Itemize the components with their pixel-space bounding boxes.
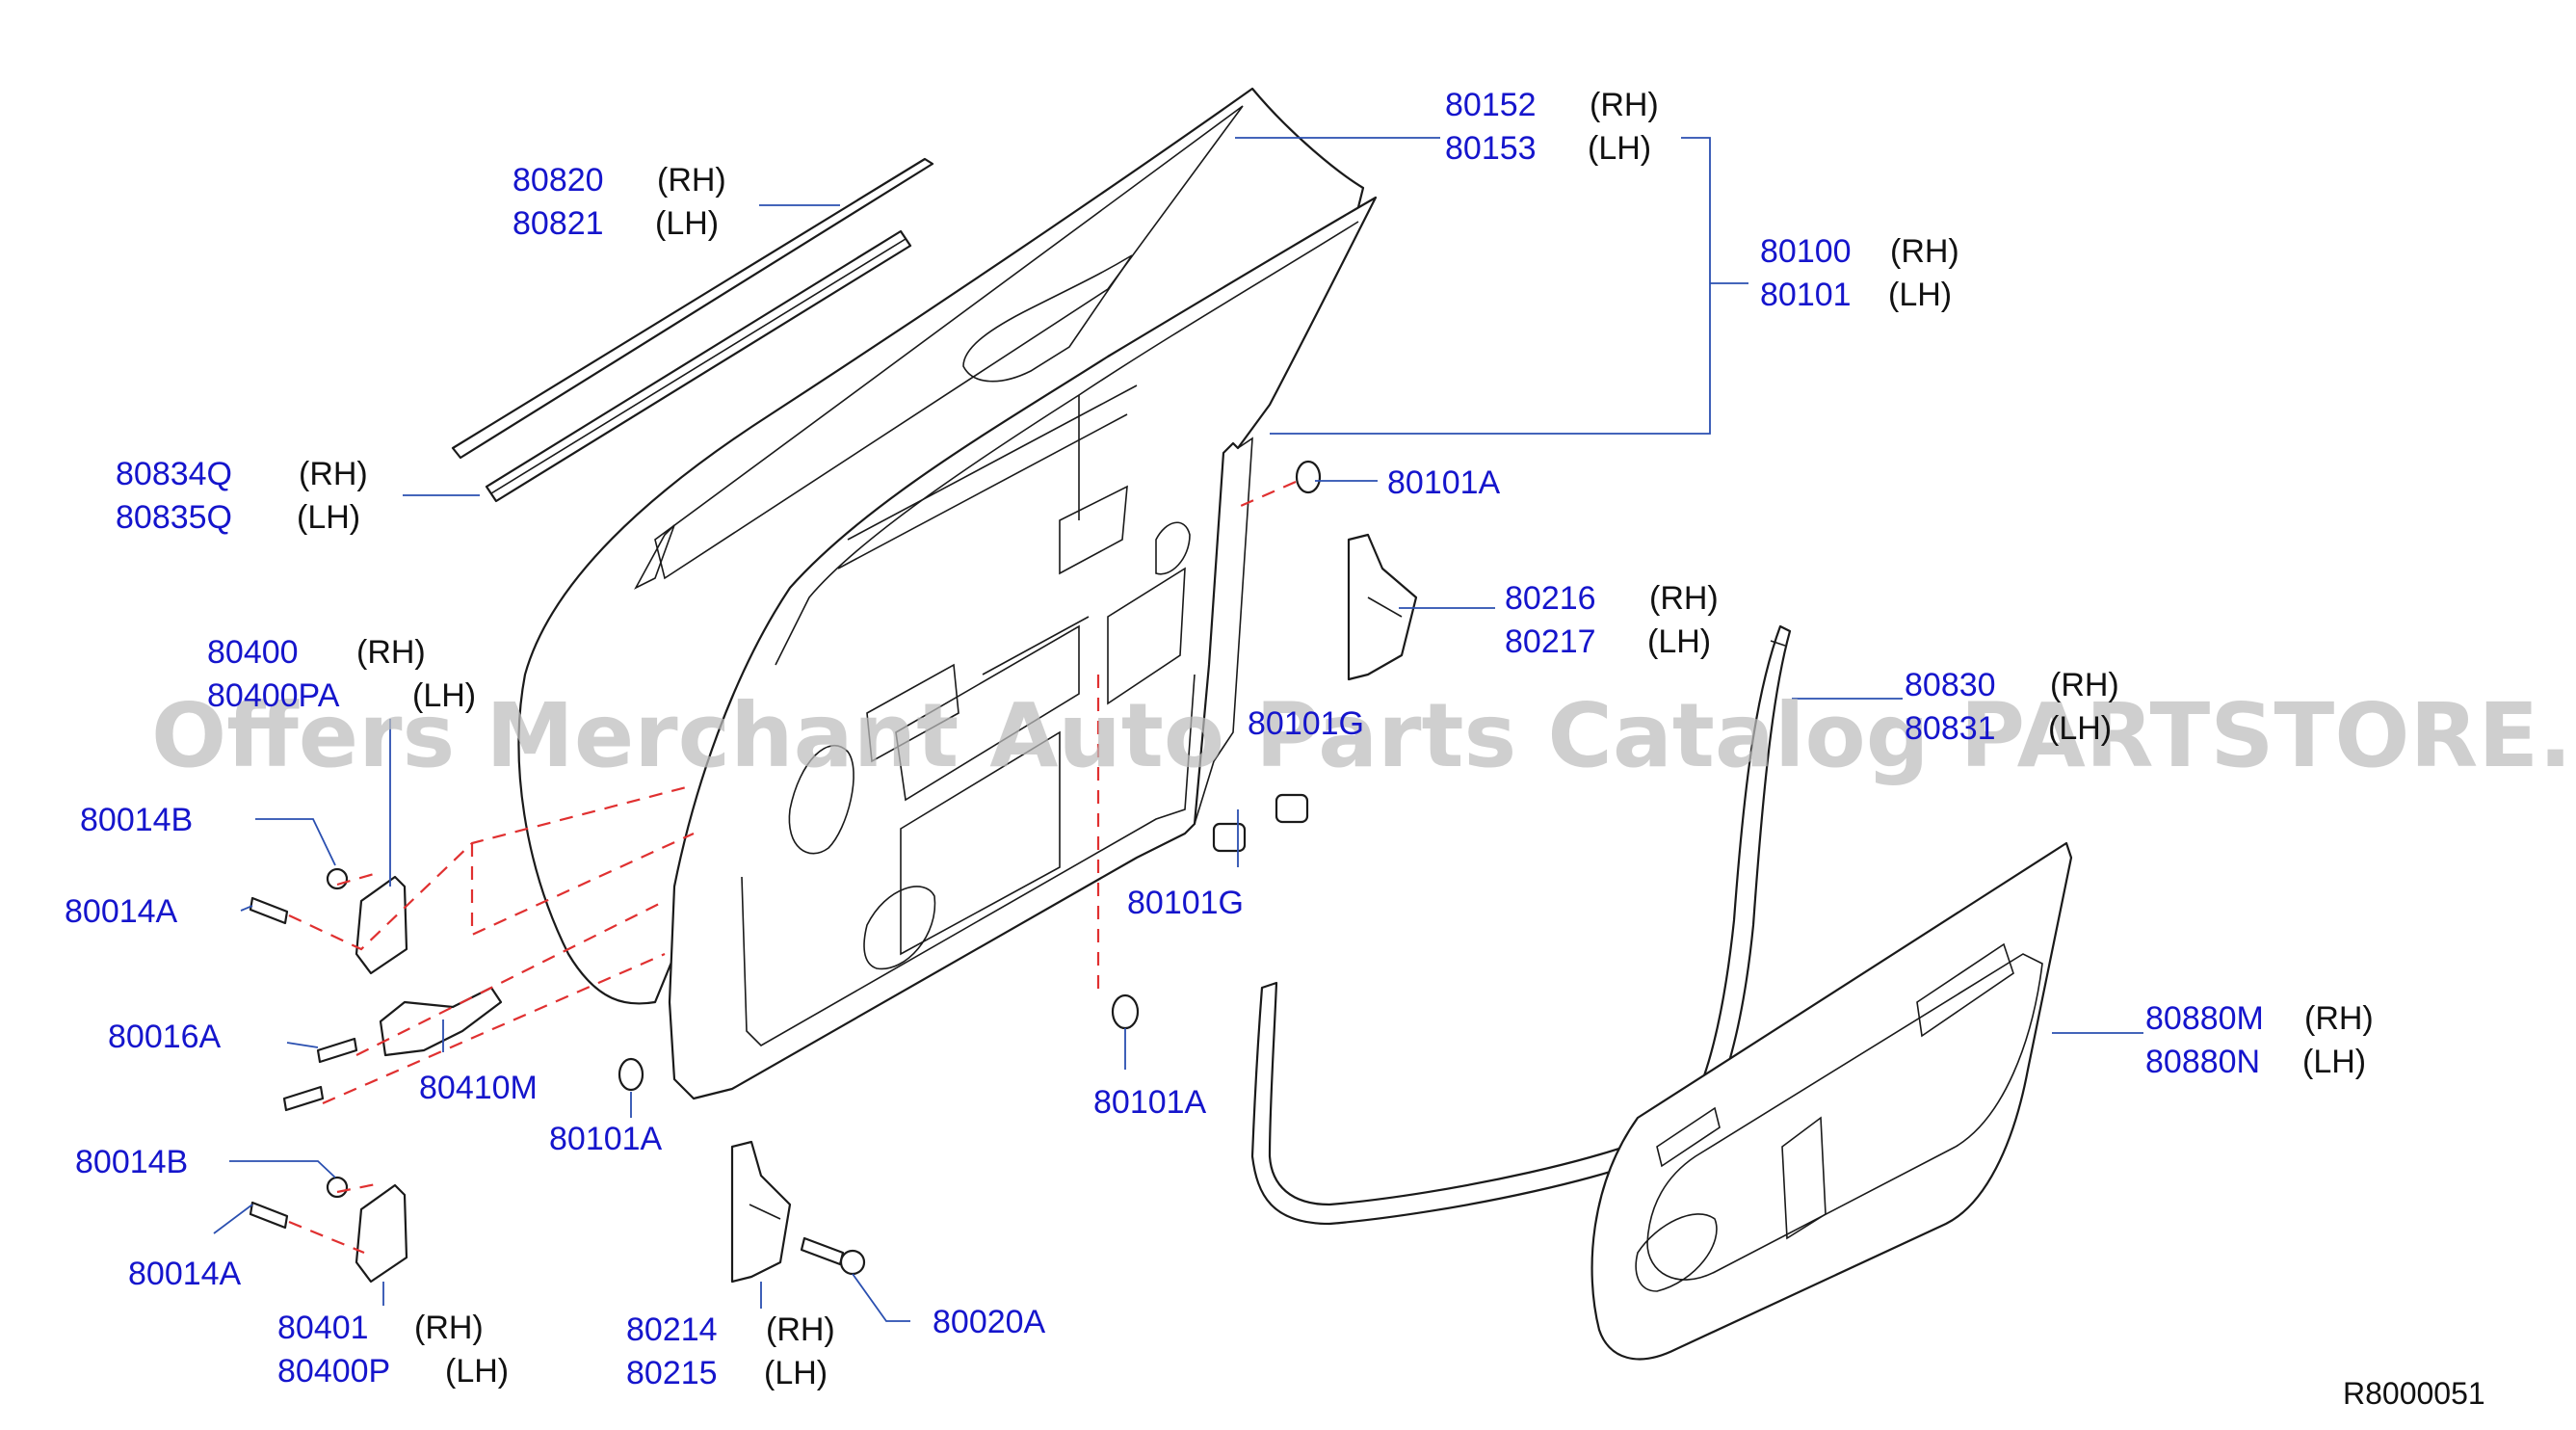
callout-80101a-center[interactable]: 80101A <box>1093 1084 1207 1121</box>
part-number: 80020A <box>933 1304 1046 1340</box>
leader-lines <box>213 137 2143 1322</box>
part-number: 80400P <box>277 1353 390 1390</box>
side-label: (LH) <box>1588 130 1651 167</box>
callout-80153[interactable]: 80153 (LH) <box>1445 130 1651 167</box>
part-number: 80014B <box>80 802 193 838</box>
part-number: 80834Q <box>116 456 232 492</box>
part-number: 80821 <box>513 205 604 242</box>
callout-80216[interactable]: 80216 (RH) <box>1505 580 1719 617</box>
side-label: (RH) <box>2050 667 2119 703</box>
part-number: 80215 <box>626 1355 718 1391</box>
callout-80100[interactable]: 80100 (RH) <box>1760 233 1959 270</box>
side-label: (LH) <box>1888 277 1952 313</box>
part-number: 80101A <box>1387 464 1501 501</box>
callout-80821[interactable]: 80821 (LH) <box>513 205 719 242</box>
callout-80101a-left[interactable]: 80101A <box>549 1121 663 1157</box>
side-label: (RH) <box>1649 580 1719 617</box>
callout-80014a-lower[interactable]: 80014A <box>128 1256 242 1292</box>
callout-80820[interactable]: 80820 (RH) <box>513 162 726 199</box>
part-number: 80880N <box>2145 1044 2260 1080</box>
callout-80020a[interactable]: 80020A <box>933 1304 1046 1340</box>
callout-80214[interactable]: 80214 (RH) <box>626 1311 835 1348</box>
window-molding-drawing <box>451 157 934 503</box>
part-number: 80101G <box>1127 885 1244 921</box>
callout-80215[interactable]: 80215 (LH) <box>626 1355 828 1391</box>
side-label: (LH) <box>2302 1044 2366 1080</box>
part-number: 80101A <box>549 1121 663 1157</box>
callout-80101g-upper[interactable]: 80101G <box>1248 705 1364 742</box>
part-number: 80880M <box>2145 1000 2264 1037</box>
callout-80101a-top[interactable]: 80101A <box>1387 464 1501 501</box>
part-number: 80101A <box>1093 1084 1207 1121</box>
part-number: 80820 <box>513 162 604 199</box>
side-label: (LH) <box>297 499 360 536</box>
side-label: (RH) <box>356 634 426 671</box>
callout-80400p[interactable]: 80400P (LH) <box>277 1353 509 1390</box>
striker-drawing <box>730 533 1418 1284</box>
door-inner-frame-drawing <box>668 196 1378 1100</box>
part-number: 80014A <box>128 1256 242 1292</box>
callout-80152[interactable]: 80152 (RH) <box>1445 87 1659 123</box>
callout-80834q[interactable]: 80834Q (RH) <box>116 456 368 492</box>
callout-80014b-upper[interactable]: 80014B <box>80 802 193 838</box>
side-label: (LH) <box>2048 710 2112 747</box>
callout-80016a[interactable]: 80016A <box>108 1019 222 1055</box>
callout-80401[interactable]: 80401 (RH) <box>277 1310 484 1346</box>
part-number: 80152 <box>1445 87 1537 123</box>
diagram-reference-code: R8000051 <box>2343 1376 2485 1411</box>
side-label: (LH) <box>445 1353 509 1390</box>
part-number: 80830 <box>1905 667 1996 703</box>
callout-80831[interactable]: 80831 (LH) <box>1905 710 2112 747</box>
part-number: 80217 <box>1505 623 1596 660</box>
watermark-text: Offers Merchant Auto Parts Catalog PARTS… <box>151 684 2576 787</box>
side-label: (RH) <box>2304 1000 2374 1037</box>
part-number: 80216 <box>1505 580 1596 617</box>
callout-80217[interactable]: 80217 (LH) <box>1505 623 1711 660</box>
door-trim-panel-drawing <box>1590 841 2073 1361</box>
side-label: (RH) <box>657 162 726 199</box>
part-number: 80153 <box>1445 130 1537 167</box>
callout-80101g-lower[interactable]: 80101G <box>1127 885 1244 921</box>
part-number: 80014B <box>75 1144 188 1180</box>
side-label: (LH) <box>655 205 719 242</box>
side-label: (RH) <box>414 1310 484 1346</box>
side-label: (RH) <box>299 456 368 492</box>
callout-labels: 80152 (RH) 80153 (LH) 80820 (RH) 80821 (… <box>65 87 2374 1391</box>
part-number: 80214 <box>626 1311 718 1348</box>
part-number: 80400PA <box>207 677 340 714</box>
part-number: 80101 <box>1760 277 1852 313</box>
part-number: 80410M <box>419 1070 538 1106</box>
side-label: (LH) <box>764 1355 828 1391</box>
callout-80835q[interactable]: 80835Q (LH) <box>116 499 360 536</box>
callout-80014a-upper[interactable]: 80014A <box>65 893 178 930</box>
part-number: 80016A <box>108 1019 222 1055</box>
side-label: (RH) <box>1590 87 1659 123</box>
callout-80410m[interactable]: 80410M <box>419 1070 538 1106</box>
callout-80400pa[interactable]: 80400PA (LH) <box>207 677 476 714</box>
callout-80830[interactable]: 80830 (RH) <box>1905 667 2119 703</box>
part-number: 80014A <box>65 893 178 930</box>
callout-80880n[interactable]: 80880N (LH) <box>2145 1044 2366 1080</box>
callout-80101[interactable]: 80101 (LH) <box>1760 277 1952 313</box>
side-label: (LH) <box>412 677 476 714</box>
side-label: (RH) <box>1890 233 1959 270</box>
callout-80014b-lower[interactable]: 80014B <box>75 1144 188 1180</box>
part-number: 80101G <box>1248 705 1364 742</box>
alignment-lines <box>288 480 1297 1255</box>
callout-80880m[interactable]: 80880M (RH) <box>2145 1000 2374 1037</box>
part-number: 80401 <box>277 1310 369 1346</box>
side-label: (LH) <box>1647 623 1711 660</box>
part-number: 80100 <box>1760 233 1852 270</box>
callout-80400[interactable]: 80400 (RH) <box>207 634 426 671</box>
weatherstrip-drawing <box>1250 624 1792 1226</box>
part-number: 80835Q <box>116 499 232 536</box>
side-label: (RH) <box>766 1311 835 1348</box>
part-number: 80400 <box>207 634 299 671</box>
hinge-drawing <box>249 867 866 1284</box>
part-number: 80831 <box>1905 710 1996 747</box>
